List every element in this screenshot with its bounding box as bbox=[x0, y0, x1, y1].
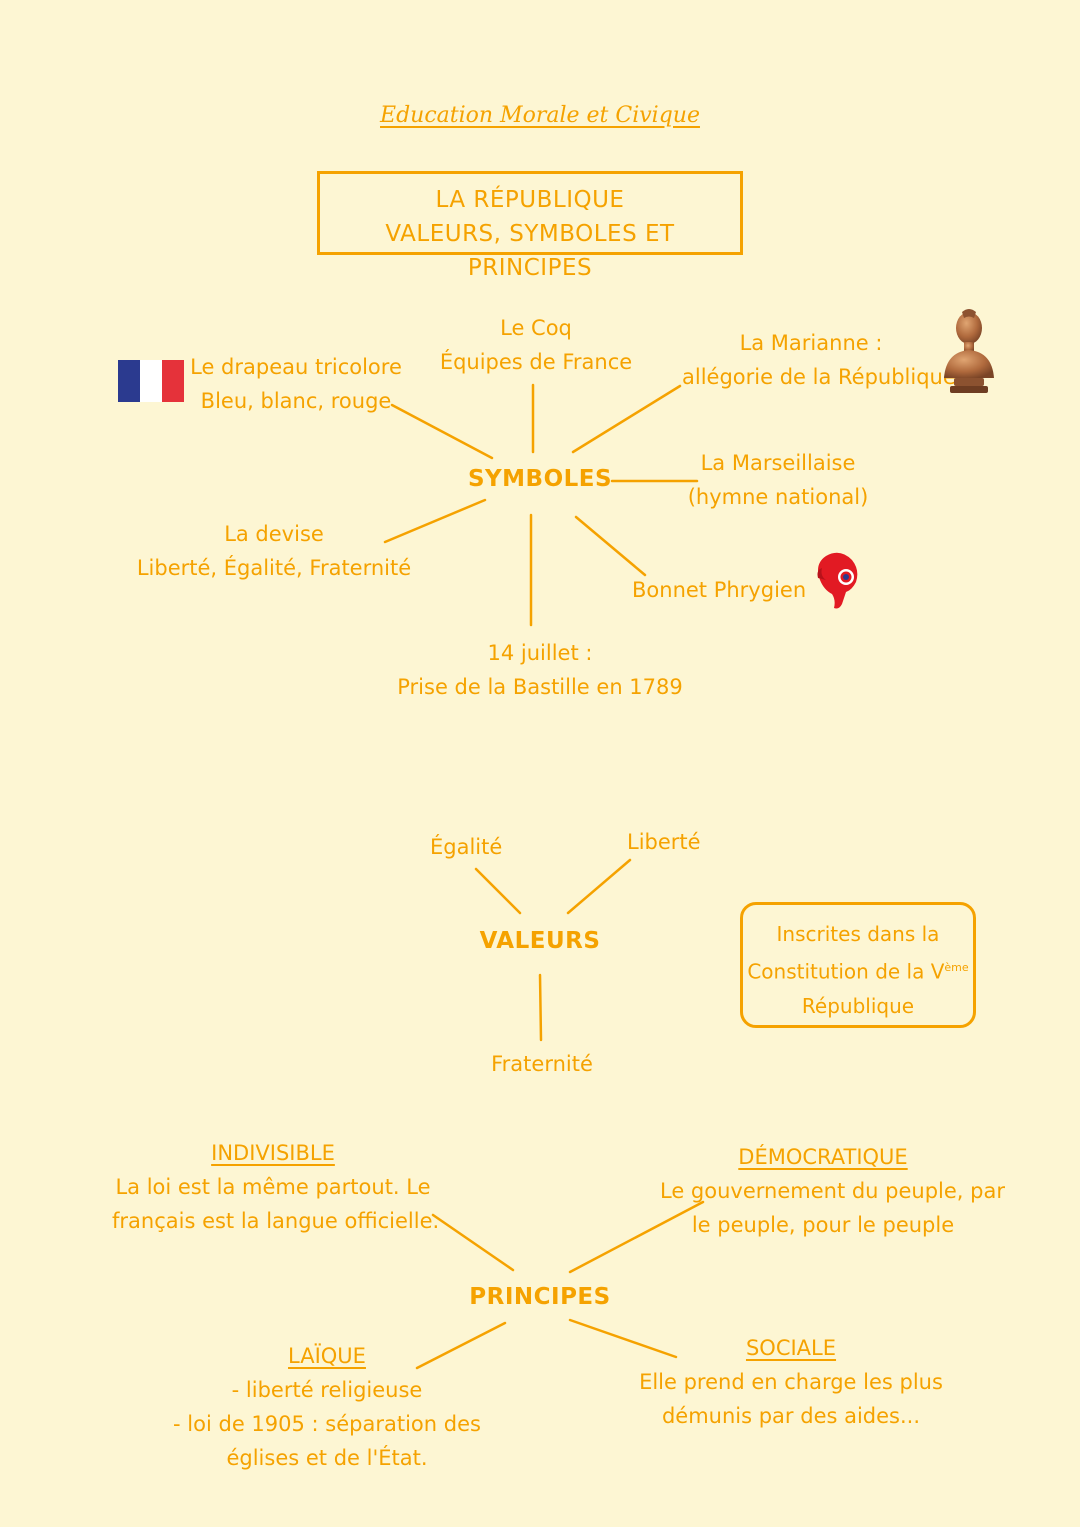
line-symboles-bonnet bbox=[574, 515, 647, 577]
marseillaise-label: La Marseillaise (hymne national) bbox=[687, 451, 869, 509]
line-principes-sociale bbox=[568, 1318, 678, 1359]
juillet-label: 14 juillet : Prise de la Bastille en 178… bbox=[397, 641, 683, 699]
coq-label: Le Coq Équipes de France bbox=[439, 316, 633, 374]
line-principes-indivisible bbox=[431, 1213, 515, 1272]
line-valeurs-liberte bbox=[566, 858, 632, 915]
principe-democratique: DÉMOCRATIQUE Le gouvernement du peuple, … bbox=[660, 1140, 1005, 1242]
subject-heading: Education Morale et Civique bbox=[380, 103, 700, 128]
indivisible-title: INDIVISIBLE bbox=[211, 1141, 335, 1165]
line-principes-democratique bbox=[568, 1200, 705, 1274]
line-valeurs-fraternite bbox=[538, 973, 543, 1042]
laique-title: LAÏQUE bbox=[288, 1344, 366, 1368]
sociale-title: SOCIALE bbox=[745, 1336, 837, 1360]
flag-label: Le drapeau tricolore Bleu, blanc, rouge bbox=[190, 355, 402, 413]
valeur-liberte: Liberté bbox=[627, 830, 701, 854]
title-line-2: VALEURS, SYMBOLES ET PRINCIPES bbox=[385, 221, 675, 281]
principe-laique: LAÏQUE - liberté religieuse - loi de 190… bbox=[172, 1339, 482, 1475]
valeur-egalite: Égalité bbox=[430, 835, 503, 859]
line-symboles-marianne bbox=[571, 384, 682, 454]
valeur-fraternite: Fraternité bbox=[491, 1052, 593, 1076]
devise-label: La devise Liberté, Égalité, Fraternité bbox=[136, 522, 412, 580]
french-flag-icon bbox=[118, 360, 184, 402]
bonnet-label: Bonnet Phrygien bbox=[632, 578, 807, 602]
principes-hub: PRINCIPES bbox=[469, 1284, 611, 1310]
line-symboles-flag bbox=[390, 403, 494, 460]
line-valeurs-egalite bbox=[474, 867, 522, 915]
title-line-1: LA RÉPUBLIQUE bbox=[435, 187, 625, 213]
marianne-label: La Marianne : allégorie de la République bbox=[682, 331, 956, 389]
phrygian-cap-icon bbox=[817, 552, 858, 609]
title-box: LA RÉPUBLIQUE VALEURS, SYMBOLES ET PRINC… bbox=[317, 171, 743, 281]
symboles-hub: SYMBOLES bbox=[467, 466, 613, 492]
democratique-title: DÉMOCRATIQUE bbox=[738, 1145, 908, 1169]
principe-sociale: SOCIALE Elle prend en charge les plus dé… bbox=[636, 1331, 946, 1433]
principe-indivisible: INDIVISIBLE La loi est la même partout. … bbox=[112, 1136, 439, 1238]
line-symboles-devise bbox=[383, 498, 487, 544]
valeurs-hub: VALEURS bbox=[479, 928, 601, 954]
marianne-bust-icon bbox=[944, 309, 994, 393]
constitution-note: Inscrites dans la Constitution de la Vèm… bbox=[740, 902, 976, 1028]
line-principes-laique bbox=[415, 1321, 507, 1370]
